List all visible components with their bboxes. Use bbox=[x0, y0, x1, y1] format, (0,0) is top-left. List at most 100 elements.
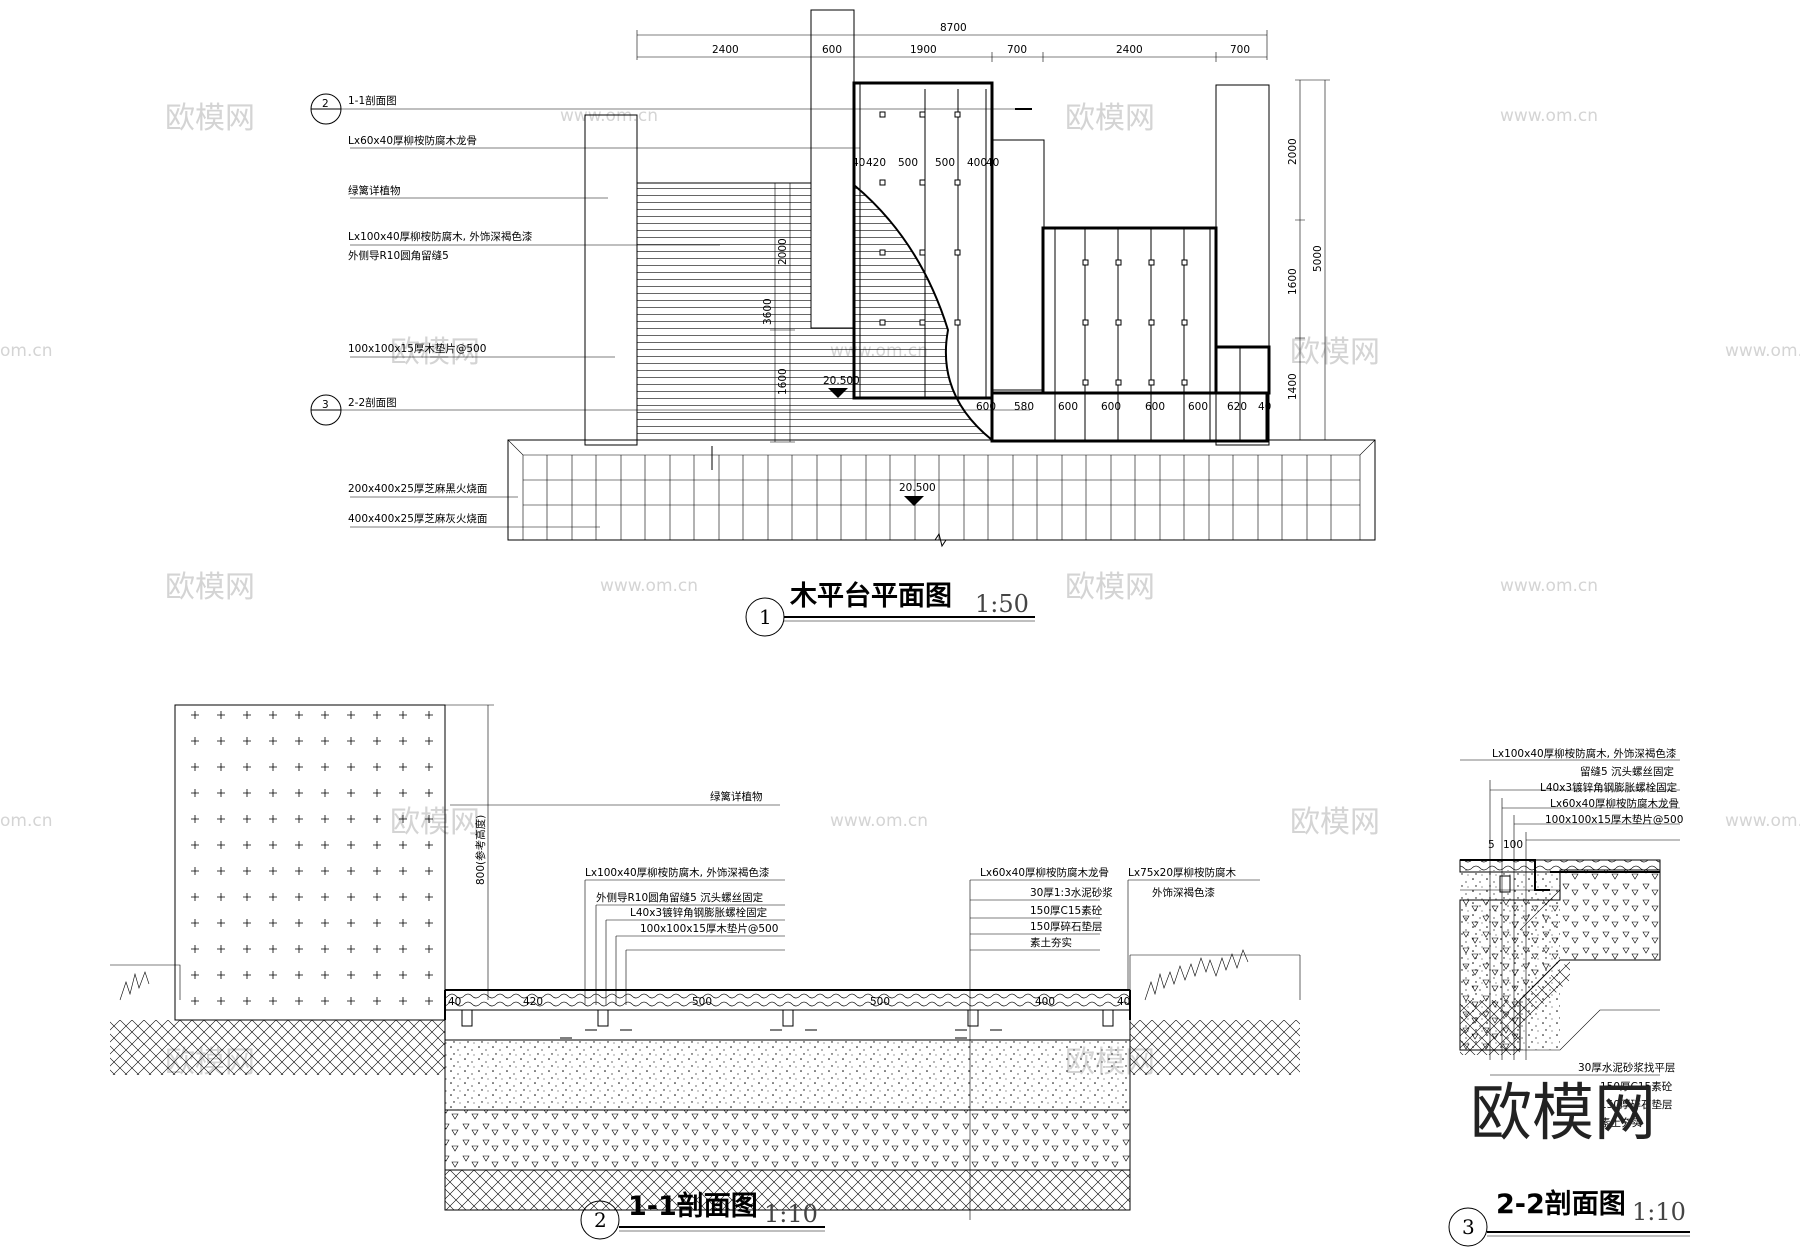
callout-text: 留缝5 沉头螺丝固定 bbox=[1580, 765, 1675, 778]
level-marker-icon bbox=[904, 496, 924, 506]
watermark-url: www.om.cn bbox=[830, 811, 928, 831]
joist-clips bbox=[461, 1009, 1114, 1039]
dim-seg: 600 bbox=[822, 44, 842, 56]
watermark-logo: 欧模网 bbox=[165, 570, 255, 605]
section1-title-block: 2 1-1剖面图 1:10 bbox=[580, 1190, 825, 1240]
dim-bottom: 600 bbox=[1145, 401, 1165, 413]
dim-bottom: 600 bbox=[1101, 401, 1121, 413]
dim-seg: 2400 bbox=[1116, 44, 1143, 56]
drawing-title: 木平台平面图 bbox=[789, 580, 952, 612]
callout-text: Lx100x40厚柳桉防腐木, 外饰深褐色漆 bbox=[1492, 747, 1677, 760]
callout-text: 100x100x15厚木垫片@500 bbox=[1545, 813, 1683, 826]
callout-text: 200x400x25厚芝麻黑火烧面 bbox=[348, 482, 487, 495]
callout-text: 30厚1:3水泥砂浆 bbox=[1030, 886, 1113, 899]
dim-seg: 700 bbox=[1007, 44, 1027, 56]
watermark-url: www.om.cn bbox=[1725, 811, 1800, 831]
callout-text: Lx60x40厚柳桉防腐木龙骨 bbox=[348, 134, 477, 147]
joist-clip bbox=[1499, 875, 1511, 893]
joist-frames bbox=[852, 81, 1271, 443]
dim-left: 3600 bbox=[762, 298, 774, 325]
section2-callouts: Lx100x40厚柳桉防腐木, 外饰深褐色漆 留缝5 沉头螺丝固定 L40x3镀… bbox=[1460, 747, 1683, 1129]
gravel-layer bbox=[444, 1109, 1131, 1171]
soil-hatch-left bbox=[110, 1020, 445, 1075]
section1-callouts: Lx100x40厚柳桉防腐木, 外饰深褐色漆 外侧导R10圆角留缝5 沉头螺丝固… bbox=[584, 866, 1260, 1220]
drawing-title: 1-1剖面图 bbox=[628, 1190, 758, 1222]
section-mark-number: 3 bbox=[322, 399, 329, 411]
drawing-number: 1 bbox=[759, 605, 772, 629]
level-marker-icon bbox=[828, 388, 848, 398]
plan-title-block: 1 木平台平面图 1:50 bbox=[745, 580, 1035, 637]
callout-text: Lx100x40厚柳桉防腐木, 外饰深褐色漆 bbox=[348, 230, 533, 243]
dim-seg: 5 bbox=[1488, 839, 1495, 851]
callout-text: 2-2剖面图 bbox=[348, 396, 397, 409]
watermark-logo: 欧模网 bbox=[1065, 101, 1155, 136]
callout-text: 素土夯实 bbox=[1600, 1116, 1642, 1129]
callout-text: 外侧导R10圆角留缝5 bbox=[348, 249, 449, 262]
dim-seg: 400 bbox=[1035, 996, 1055, 1008]
left-dimension-chain: 2000 3600 1600 bbox=[762, 182, 795, 443]
planter-outline bbox=[584, 114, 638, 446]
dim-inner: 420 bbox=[866, 157, 886, 169]
section-2-2: Lx100x40厚柳桉防腐木, 外饰深褐色漆 留缝5 沉头螺丝固定 L40x3镀… bbox=[1448, 747, 1690, 1247]
dim-bottom: 620 bbox=[1227, 401, 1247, 413]
callout-text: 1-1剖面图 bbox=[348, 94, 397, 107]
dim-inner: 500 bbox=[898, 157, 918, 169]
dim-total: 8700 bbox=[940, 22, 967, 34]
drawing-number: 2 bbox=[594, 1208, 607, 1232]
concrete-layer bbox=[444, 1039, 1131, 1111]
top-dimension-chain: 8700 2400 600 1900 700 2400 700 bbox=[636, 22, 1268, 62]
callout-text: L40x3镀锌角钢膨胀螺栓固定 bbox=[630, 906, 768, 919]
drawing-scale: 1:50 bbox=[975, 590, 1029, 618]
watermark-url: om.cn bbox=[0, 811, 53, 831]
callout-text: 30厚水泥砂浆找平层 bbox=[1578, 1061, 1675, 1074]
dim-right: 1600 bbox=[1287, 268, 1299, 295]
grass-icon bbox=[119, 971, 150, 1001]
watermark-url: www.om.cn bbox=[1725, 341, 1800, 361]
paving-grid bbox=[507, 439, 1376, 548]
section2-title-block: 3 2-2剖面图 1:10 bbox=[1448, 1188, 1690, 1247]
callout-text: Lx75x20厚柳桉防腐木 bbox=[1128, 866, 1236, 879]
watermark-logo: 欧模网 bbox=[1290, 335, 1380, 370]
section-mark-number: 2 bbox=[322, 98, 329, 110]
watermark-url: www.om.cn bbox=[1500, 576, 1598, 596]
level-label: 20.500 bbox=[823, 375, 860, 387]
dim-right: 5000 bbox=[1312, 245, 1324, 272]
callout-text: 100x100x15厚木垫片@500 bbox=[640, 922, 778, 935]
drawing-number: 3 bbox=[1462, 1215, 1475, 1239]
watermark-url: om.cn bbox=[0, 341, 53, 361]
dim-inner: 500 bbox=[935, 157, 955, 169]
drawing-number-circle bbox=[580, 1200, 620, 1240]
callout-text: 150厚C15素砼 bbox=[1600, 1080, 1673, 1093]
callout-text: L40x3镀锌角钢膨胀螺栓固定 bbox=[1540, 781, 1678, 794]
dim-seg: 100 bbox=[1503, 839, 1523, 851]
brand-logo-text: 欧模网 bbox=[1470, 1076, 1656, 1149]
deck-board-layer bbox=[444, 989, 1131, 1011]
dim-seg: 500 bbox=[692, 996, 712, 1008]
callout-text: 100x100x15厚木垫片@500 bbox=[348, 342, 486, 355]
dim-bottom: 580 bbox=[1014, 401, 1034, 413]
dim-bottom: 600 bbox=[1188, 401, 1208, 413]
hedge-block bbox=[174, 704, 446, 1021]
callout-text: 400x400x25厚芝麻灰火烧面 bbox=[348, 512, 487, 525]
watermark-layer: 欧模网 www.om.cn 欧模网 www.om.cn om.cn 欧模网 ww… bbox=[0, 101, 1800, 1080]
callout-text: 150厚碎石垫层 bbox=[1030, 920, 1103, 933]
section-1-1: 800(参考高度) 绿篱详植物 40 420 500 500 400 40 Lx… bbox=[110, 704, 1301, 1240]
watermark-logo: 欧模网 bbox=[1290, 805, 1380, 840]
dim-left: 2000 bbox=[777, 238, 789, 265]
earth-layer bbox=[1460, 960, 1570, 1055]
dim-inner: 40 bbox=[986, 157, 999, 169]
deck-curve-edge bbox=[853, 184, 993, 441]
height-dimension: 800(参考高度) bbox=[474, 815, 487, 885]
callout-text: 素土夯实 bbox=[1030, 936, 1072, 949]
callout-text: Lx100x40厚柳桉防腐木, 外饰深褐色漆 bbox=[585, 866, 770, 879]
callout-text: 150厚碎石垫层 bbox=[1600, 1098, 1673, 1111]
watermark-url: www.om.cn bbox=[600, 576, 698, 596]
dim-left: 1600 bbox=[777, 368, 789, 395]
callout-text: Lx60x40厚柳桉防腐木龙骨 bbox=[1550, 797, 1679, 810]
callout-text: 150厚C15素砼 bbox=[1030, 904, 1103, 917]
callout-text: 绿篱详植物 bbox=[348, 184, 401, 197]
wall-outline-right bbox=[1215, 84, 1270, 446]
dim-seg: 40 bbox=[448, 996, 461, 1008]
drawing-scale: 1:10 bbox=[1632, 1198, 1686, 1226]
